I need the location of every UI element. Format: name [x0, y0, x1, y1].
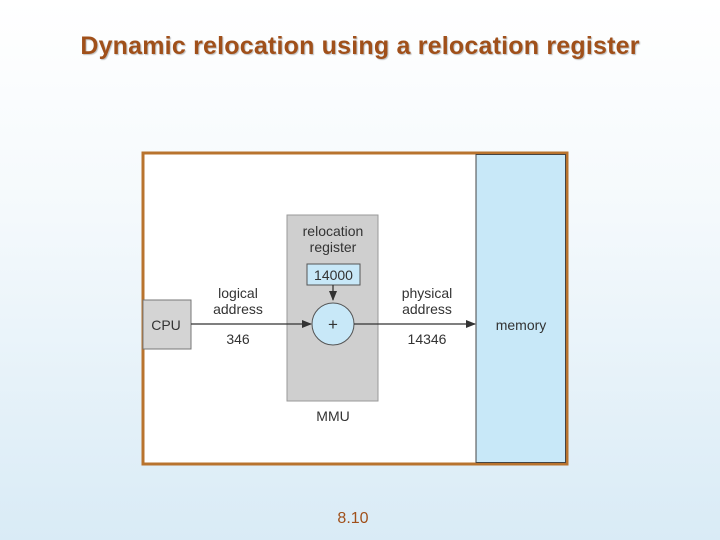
page-number: 8.10 [337, 510, 369, 527]
relocation-register-value: 14000 [314, 267, 353, 283]
memory-label: memory [496, 317, 547, 333]
cpu-label: CPU [151, 317, 181, 333]
cpu-box [142, 299, 192, 350]
slide-title: Dynamic relocation using a relocation re… [80, 32, 640, 60]
adder-plus-icon: + [328, 315, 338, 334]
logical-address-value: 346 [226, 331, 250, 347]
mmu-label: MMU [316, 408, 349, 424]
memory-block [475, 154, 566, 463]
physical-address-label-2: address [402, 301, 452, 317]
logical-address-label: logical [218, 285, 258, 301]
relocation-register-label: relocation [303, 223, 364, 239]
logical-address-label-2: address [213, 301, 263, 317]
physical-address-label: physical [402, 285, 453, 301]
physical-address-value: 14346 [408, 331, 447, 347]
relocation-register-label-2: register [310, 239, 357, 255]
